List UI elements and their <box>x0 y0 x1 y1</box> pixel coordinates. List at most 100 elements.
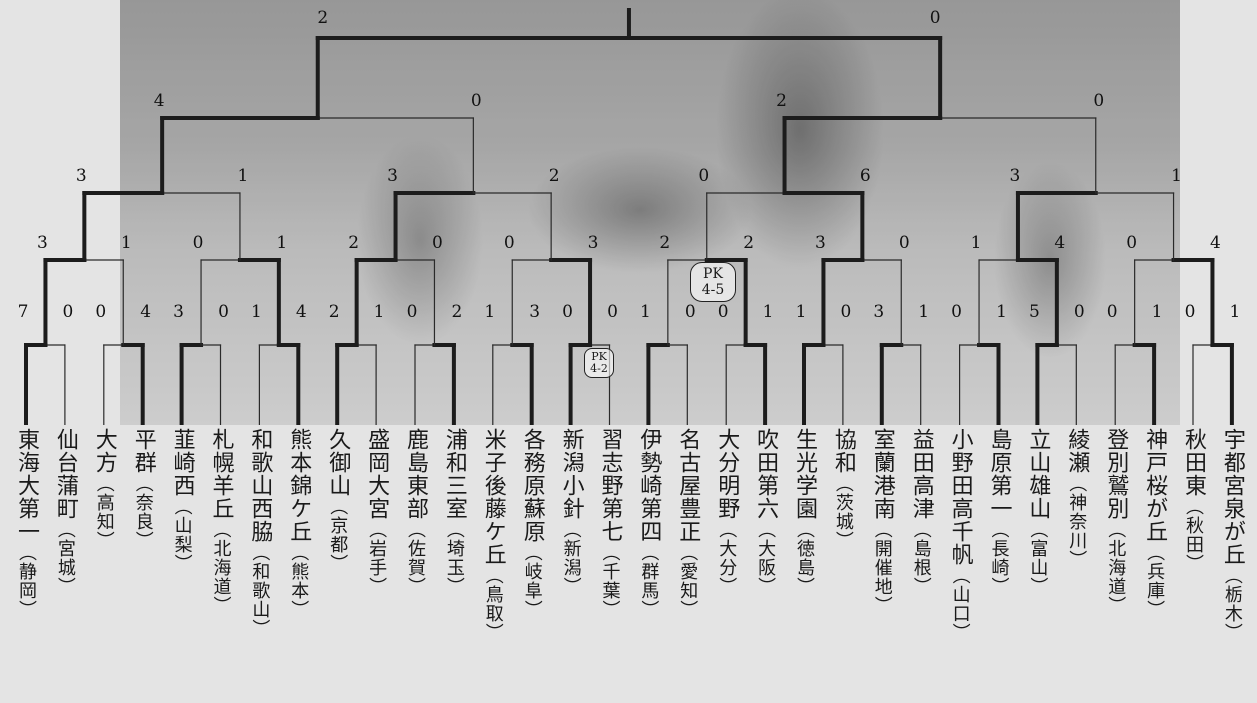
team-prefecture: （奈良） <box>132 474 154 550</box>
score-label: 1 <box>970 233 982 253</box>
score-label: 0 <box>218 302 229 322</box>
score-label: 1 <box>237 166 249 186</box>
score-label: 0 <box>1073 302 1085 322</box>
team-school: 東海大第一 <box>14 428 39 543</box>
team-school: 小野田高千帆 <box>947 428 973 566</box>
team-name: 平群（奈良） <box>125 428 161 550</box>
team-prefecture: （長崎） <box>988 520 1010 596</box>
team-prefecture: （秋田） <box>1183 497 1204 573</box>
team-name: 登別鷲別（北海道） <box>1097 428 1133 615</box>
score-label: 1 <box>918 302 930 322</box>
team-name: 小野田高千帆（山口） <box>942 428 978 642</box>
team-name: 東海大第一（静岡） <box>8 428 44 619</box>
team-name: 札幌羊丘（北海道） <box>203 428 239 615</box>
score-label: 1 <box>120 233 132 253</box>
score-label: 4 <box>1210 233 1221 253</box>
team-prefecture: （高知） <box>93 474 115 550</box>
team-name: 久御山（京都） <box>319 428 355 573</box>
team-school: 神戸桜が丘 <box>1142 428 1168 543</box>
team-prefecture: （新潟） <box>560 520 582 596</box>
team-school: 宇都宮泉が丘 <box>1219 428 1245 566</box>
team-prefecture: （佐賀） <box>405 520 426 596</box>
team-prefecture: （宮城） <box>54 520 76 596</box>
team-name: 島原第一（長崎） <box>981 428 1017 596</box>
team-prefecture: （群馬） <box>638 543 660 619</box>
team-name: 大分明野（大分） <box>708 428 744 596</box>
score-label: 3 <box>873 302 885 322</box>
team-name: 浦和三室（埼玉） <box>436 428 472 596</box>
team-name: 韮崎西（山梨） <box>164 428 200 573</box>
score-label: 0 <box>1184 302 1196 322</box>
team-name: 仙台蒲町（宮城） <box>47 428 83 596</box>
score-label: 4 <box>295 302 307 322</box>
team-name: 綾瀬（神奈川） <box>1058 428 1094 569</box>
score-label: 0 <box>95 302 107 322</box>
team-school: 益田高津 <box>908 428 934 520</box>
score-label: 0 <box>1093 91 1105 111</box>
score-label: 0 <box>684 302 696 322</box>
score-label: 3 <box>37 233 48 253</box>
team-name: 米子後藤ケ丘（鳥取） <box>475 428 511 642</box>
score-label: 3 <box>387 166 398 186</box>
team-prefecture: （愛知） <box>677 543 699 619</box>
score-label: 1 <box>1151 302 1163 322</box>
team-name: 神戸桜が丘（兵庫） <box>1136 428 1172 619</box>
team-prefecture: （栃木） <box>1221 566 1243 642</box>
score-label: 1 <box>996 302 1007 322</box>
score-label: 0 <box>503 233 515 253</box>
team-prefecture: （兵庫） <box>1144 543 1166 619</box>
team-school: 習志野第七 <box>597 428 623 543</box>
team-prefecture: （千葉） <box>599 543 621 619</box>
team-prefecture: （北海道） <box>210 520 232 615</box>
score-label: 0 <box>607 302 618 322</box>
team-school: 室蘭港南 <box>869 428 895 520</box>
team-name: 宇都宮泉が丘（栃木） <box>1214 428 1250 642</box>
team-prefecture: （開催地） <box>871 520 893 615</box>
team-name: 鹿島東部（佐賀） <box>397 428 433 596</box>
score-label: 1 <box>1229 302 1241 322</box>
score-label: 2 <box>328 302 340 322</box>
score-label: 0 <box>1106 302 1118 322</box>
score-label: 1 <box>639 302 651 322</box>
score-label: 0 <box>1126 233 1138 253</box>
team-name: 伊勢崎第四（群馬） <box>630 428 666 619</box>
team-name: 秋田東（秋田） <box>1175 428 1211 573</box>
team-school: 新潟小針 <box>558 428 584 520</box>
team-prefecture: （岐阜） <box>521 543 543 619</box>
team-prefecture: （京都） <box>327 497 349 573</box>
score-label: 2 <box>451 302 463 322</box>
team-prefecture: （山梨） <box>171 497 193 573</box>
score-label: 1 <box>250 302 262 322</box>
team-school: 伊勢崎第四 <box>636 428 662 543</box>
score-label: 0 <box>406 302 418 322</box>
team-school: 鹿島東部 <box>403 428 428 520</box>
score-label: 3 <box>529 302 541 322</box>
team-prefecture: （神奈川） <box>1066 474 1088 569</box>
score-label: 0 <box>62 302 74 322</box>
team-school: 協和 <box>830 428 856 474</box>
team-name: 新潟小針（新潟） <box>553 428 589 596</box>
team-name: 熊本錦ケ丘（熊本） <box>280 428 316 619</box>
score-label: 2 <box>659 233 671 253</box>
team-school: 久御山 <box>325 428 351 497</box>
team-name: 立山雄山（富山） <box>1019 428 1055 596</box>
team-prefecture: （島根） <box>910 520 932 596</box>
team-school: 盛岡大宮 <box>364 428 390 520</box>
score-label: 3 <box>587 233 599 253</box>
team-school: 大分明野 <box>714 428 740 520</box>
team-prefecture: （徳島） <box>794 520 815 596</box>
tournament-bracket <box>24 8 1234 425</box>
score-label: 7 <box>17 302 29 322</box>
score-label: 5 <box>1028 302 1040 322</box>
team-name: 室蘭港南（開催地） <box>864 428 900 615</box>
team-prefecture: （埼玉） <box>443 520 465 596</box>
team-name: 名古屋豊正（愛知） <box>669 428 705 619</box>
team-school: 各務原蘇原 <box>519 428 545 543</box>
score-label: 4 <box>1054 233 1066 253</box>
team-prefecture: （岩手） <box>366 520 388 596</box>
score-label: 3 <box>815 233 826 253</box>
team-school: 大方 <box>91 428 117 474</box>
score-label: 2 <box>348 233 360 253</box>
team-name: 益田高津（島根） <box>903 428 939 596</box>
score-label: 1 <box>795 302 807 322</box>
